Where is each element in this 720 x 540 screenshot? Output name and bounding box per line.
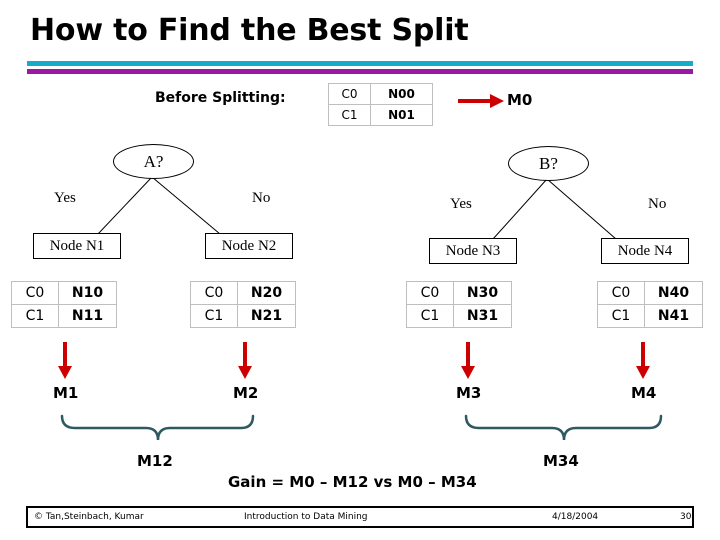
measure-label-m0: M0	[507, 91, 533, 109]
count-table-n4: C0 N40 C1 N41	[597, 281, 703, 328]
gain-formula: Gain = M0 – M12 vs M0 – M34	[228, 473, 477, 491]
measure-label-m4: M4	[631, 384, 657, 402]
arrow-to-m3	[461, 342, 475, 379]
page-title: How to Find the Best Split	[30, 13, 469, 48]
class-label: C1	[406, 304, 454, 328]
class-count: N31	[453, 304, 512, 328]
leaf-node-n1[interactable]: Node N1	[33, 233, 121, 259]
table-row: C1 N31	[406, 304, 512, 328]
class-count: N30	[453, 281, 512, 305]
table-row: C0 N00	[328, 83, 433, 105]
class-label: C0	[190, 281, 238, 305]
table-row: C0 N20	[190, 281, 296, 305]
footer-page-number: 30	[680, 512, 692, 522]
table-row: C1 N41	[597, 304, 703, 328]
table-row: C1 N21	[190, 304, 296, 328]
measure-label-m3: M3	[456, 384, 482, 402]
class-label: C1	[190, 304, 238, 328]
class-count: N10	[58, 281, 117, 305]
class-label: C0	[406, 281, 454, 305]
divider-teal	[27, 61, 693, 66]
table-row: C0 N40	[597, 281, 703, 305]
class-label: C1	[597, 304, 645, 328]
table-row: C0 N10	[11, 281, 117, 305]
measure-label-m12: M12	[137, 452, 173, 470]
footer-copyright: © Tan,Steinbach, Kumar	[34, 512, 144, 522]
measure-label-m34: M34	[543, 452, 579, 470]
brace-m12	[60, 414, 255, 441]
before-splitting-table: C0 N00 C1 N01	[328, 83, 433, 126]
leaf-node-n4[interactable]: Node N4	[601, 238, 689, 264]
table-row: C1 N01	[328, 104, 433, 126]
before-splitting-label: Before Splitting:	[155, 90, 286, 106]
tree-b-branches	[492, 178, 617, 240]
table-row: C1 N11	[11, 304, 117, 328]
arrow-to-m1	[58, 342, 72, 379]
measure-label-m1: M1	[53, 384, 79, 402]
branch-label-a-no: No	[252, 190, 271, 206]
class-label: C0	[597, 281, 645, 305]
branch-label-b-yes: Yes	[450, 196, 472, 212]
table-row: C0 N30	[406, 281, 512, 305]
decision-node-a[interactable]: A?	[113, 144, 194, 179]
class-count: N40	[644, 281, 703, 305]
branch-label-a-yes: Yes	[54, 190, 76, 206]
footer-date: 4/18/2004	[552, 512, 599, 522]
count-table-n2: C0 N20 C1 N21	[190, 281, 296, 328]
count-table-n1: C0 N10 C1 N11	[11, 281, 117, 328]
class-label: C1	[328, 104, 371, 126]
class-count: N11	[58, 304, 117, 328]
divider-purple	[27, 69, 693, 74]
brace-m34	[464, 414, 663, 441]
leaf-node-n2[interactable]: Node N2	[205, 233, 293, 259]
arrow-to-m0	[458, 94, 504, 108]
branch-label-b-no: No	[648, 196, 667, 212]
class-count: N21	[237, 304, 296, 328]
class-count: N01	[370, 104, 433, 126]
measure-label-m2: M2	[233, 384, 259, 402]
class-label: C0	[328, 83, 371, 105]
class-label: C1	[11, 304, 59, 328]
arrow-to-m2	[238, 342, 252, 379]
slide-footer: © Tan,Steinbach, Kumar Introduction to D…	[26, 506, 694, 528]
tree-a-branches	[97, 176, 221, 235]
class-label: C0	[11, 281, 59, 305]
class-count: N20	[237, 281, 296, 305]
footer-book-title: Introduction to Data Mining	[244, 512, 368, 522]
class-count: N41	[644, 304, 703, 328]
count-table-n3: C0 N30 C1 N31	[406, 281, 512, 328]
leaf-node-n3[interactable]: Node N3	[429, 238, 517, 264]
decision-node-b[interactable]: B?	[508, 146, 589, 181]
arrow-to-m4	[636, 342, 650, 379]
class-count: N00	[370, 83, 433, 105]
